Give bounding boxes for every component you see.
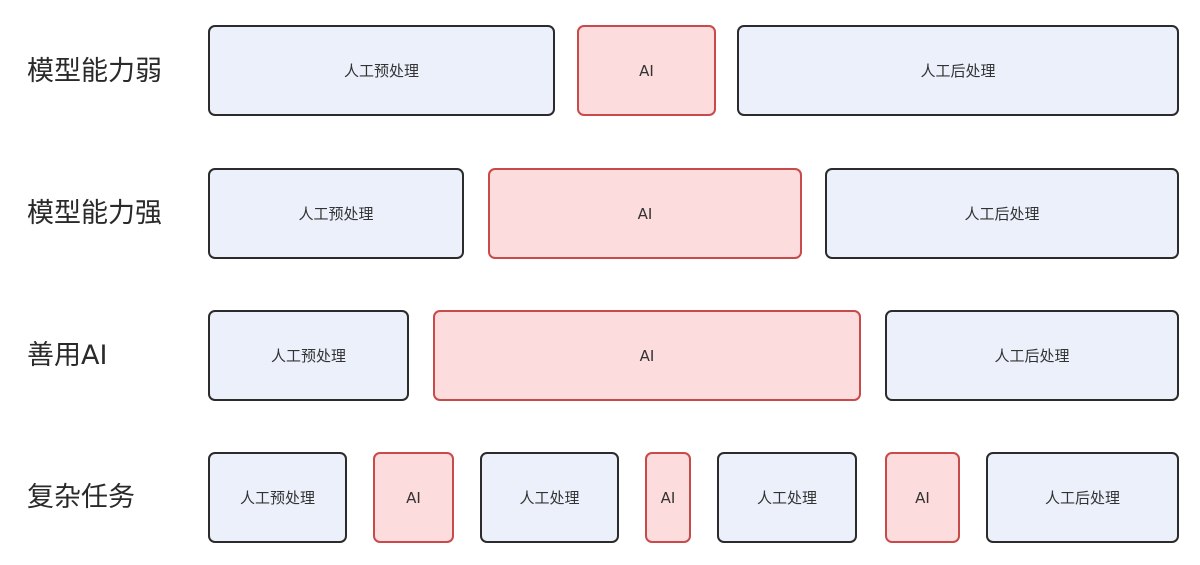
row-label-use-ai-well: 善用AI	[27, 340, 108, 371]
ai-block: AI	[433, 310, 861, 401]
row-label-complex-task: 复杂任务	[27, 482, 135, 513]
human-postprocess-block: 人工后处理	[986, 452, 1179, 543]
human-process-block: 人工处理	[480, 452, 619, 543]
ai-block: AI	[373, 452, 454, 543]
human-process-block: 人工处理	[717, 452, 857, 543]
human-preprocess-block: 人工预处理	[208, 452, 347, 543]
human-preprocess-block: 人工预处理	[208, 168, 464, 259]
human-postprocess-block: 人工后处理	[825, 168, 1179, 259]
ai-block: AI	[488, 168, 802, 259]
row-label-weak-model: 模型能力弱	[27, 56, 162, 87]
human-postprocess-block: 人工后处理	[737, 25, 1179, 116]
ai-block: AI	[577, 25, 716, 116]
human-preprocess-block: 人工预处理	[208, 25, 555, 116]
human-preprocess-block: 人工预处理	[208, 310, 409, 401]
human-postprocess-block: 人工后处理	[885, 310, 1179, 401]
ai-block: AI	[885, 452, 960, 543]
ai-block: AI	[645, 452, 691, 543]
row-label-strong-model: 模型能力强	[27, 198, 162, 229]
